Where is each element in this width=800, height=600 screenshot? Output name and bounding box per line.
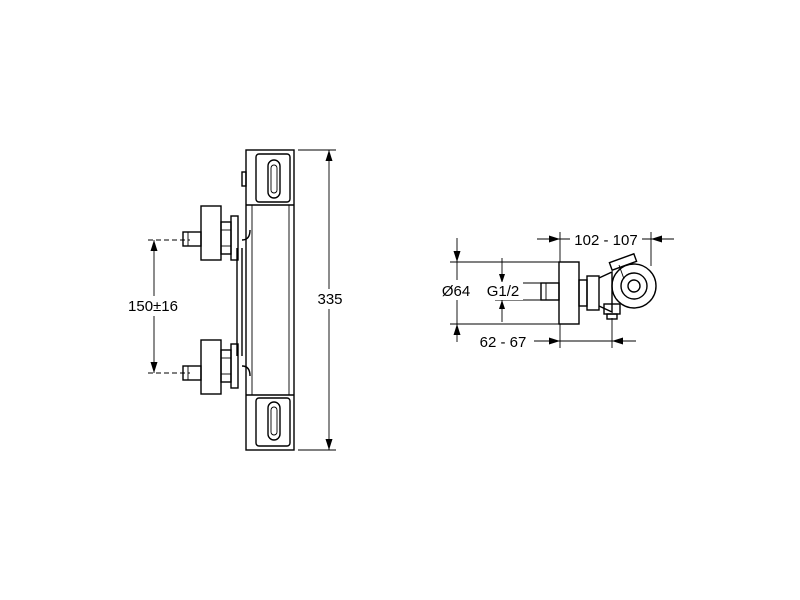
dimension-label-thread: G1/2 xyxy=(487,283,520,300)
inlet-thread-stub xyxy=(540,282,560,301)
dimension-total-height: 335 xyxy=(298,149,347,451)
dimension-thread: G1/2 xyxy=(483,258,545,322)
dimension-label-diameter: Ø64 xyxy=(442,283,470,300)
dimension-label-spacing: 150±16 xyxy=(128,298,178,315)
wall-escutcheon xyxy=(558,261,588,325)
thermostat-body xyxy=(241,149,295,451)
upper-inlet-connector xyxy=(182,205,239,261)
dimension-diameter: Ø64 xyxy=(437,238,565,342)
dimension-label-projection: 102 - 107 xyxy=(574,232,637,249)
dimension-label-wall-distance: 62 - 67 xyxy=(480,334,527,351)
top-handle xyxy=(255,153,291,203)
dimension-projection: 102 - 107 xyxy=(537,229,674,266)
front-view: 150±16 335 xyxy=(118,149,347,451)
bottom-handle xyxy=(255,397,291,447)
side-connector xyxy=(586,270,621,320)
side-view: Ø64 G1/2 102 - 107 xyxy=(437,229,674,351)
side-body-circle xyxy=(608,252,657,309)
lower-inlet-connector xyxy=(182,339,239,395)
dimension-wall-distance: 62 - 67 xyxy=(470,318,636,351)
dimension-label-height: 335 xyxy=(317,291,342,308)
connecting-bar xyxy=(236,229,251,377)
dimension-inlet-spacing: 150±16 xyxy=(118,239,190,374)
